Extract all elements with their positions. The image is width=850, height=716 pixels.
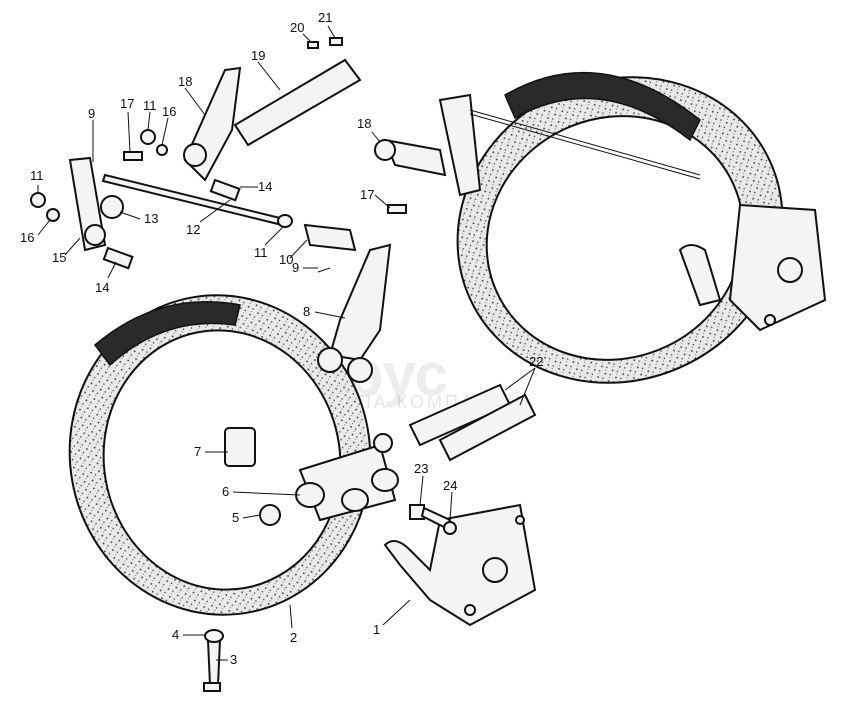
washer-5 <box>259 504 281 526</box>
callout-20: 20 <box>290 20 304 35</box>
callout-18a: 18 <box>178 74 192 89</box>
callout-8: 8 <box>303 304 310 319</box>
callout-14a: 14 <box>258 179 272 194</box>
lever-assembly-right <box>374 93 701 214</box>
callout-7: 7 <box>194 444 201 459</box>
pin-20 <box>307 41 319 49</box>
callout-22: 22 <box>529 354 543 369</box>
clevis-10 <box>303 223 357 273</box>
washer-16-top <box>156 144 168 156</box>
lever-18 <box>183 66 242 202</box>
callout-14b: 14 <box>95 280 109 295</box>
callout-4: 4 <box>172 627 179 642</box>
callout-17a: 17 <box>120 96 134 111</box>
shaft-19 <box>233 58 362 147</box>
callout-12: 12 <box>186 222 200 237</box>
clevis-left <box>224 427 399 522</box>
callout-11b: 11 <box>254 245 268 260</box>
lever-8 <box>317 243 392 383</box>
callout-21: 21 <box>318 10 332 25</box>
bolt-3 <box>203 629 224 692</box>
callout-11c: 11 <box>143 98 157 113</box>
washer <box>373 433 393 453</box>
callout-1: 1 <box>373 622 380 637</box>
nut-11-left <box>30 192 46 208</box>
callout-24: 24 <box>443 478 457 493</box>
brake-band-right <box>456 71 784 384</box>
callout-18b: 18 <box>357 116 371 131</box>
pins-22 <box>408 383 537 462</box>
callout-3: 3 <box>230 652 237 667</box>
bracket-right <box>678 203 827 332</box>
washer-16-left <box>46 208 60 222</box>
callout-9b: 9 <box>292 260 299 275</box>
pin-21 <box>329 37 343 46</box>
washer-24 <box>443 521 457 535</box>
callout-11a: 11 <box>30 168 44 183</box>
rod-12 <box>101 173 293 228</box>
callout-10: 10 <box>279 252 293 267</box>
callout-13: 13 <box>144 211 158 226</box>
bolt-17 <box>123 151 143 161</box>
lever-15 <box>68 156 134 270</box>
callout-19: 19 <box>251 48 265 63</box>
callout-5: 5 <box>232 510 239 525</box>
leader-lines <box>37 25 536 661</box>
callout-2: 2 <box>290 630 297 645</box>
callout-6: 6 <box>222 484 229 499</box>
nut-11-top <box>140 129 156 145</box>
callout-17b: 17 <box>360 187 374 202</box>
callout-23: 23 <box>414 461 428 476</box>
brake-band-left <box>68 294 372 616</box>
callout-16a: 16 <box>20 230 34 245</box>
bracket-left <box>383 503 537 627</box>
callout-9a: 9 <box>88 106 95 121</box>
callout-15: 15 <box>52 250 66 265</box>
callout-labels: 1 2 3 4 5 6 7 8 9 10 11 12 13 14 14 15 1… <box>20 10 543 667</box>
callout-16b: 16 <box>162 104 176 119</box>
